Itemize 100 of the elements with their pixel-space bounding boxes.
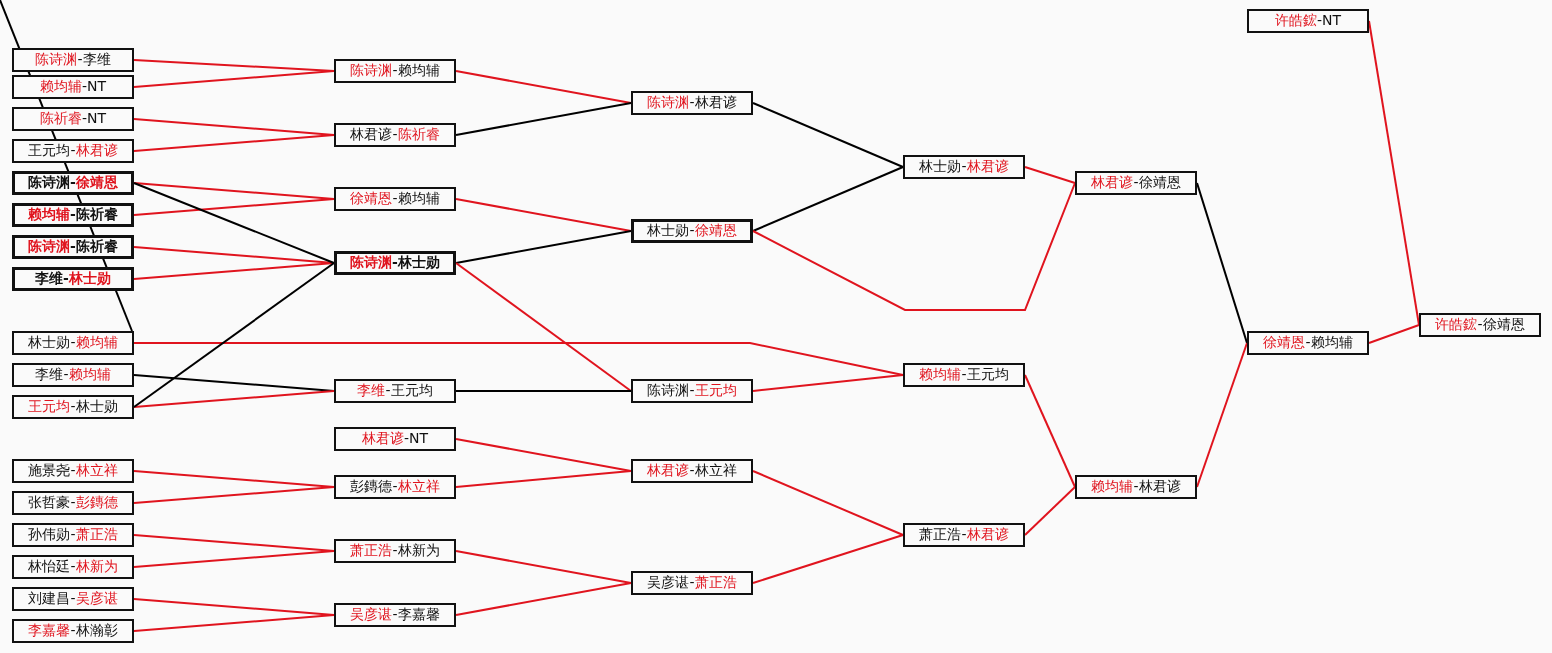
match-text: 李维-赖均辅	[35, 366, 111, 384]
match-text: 林君谚-NT	[361, 430, 429, 448]
match-box	[903, 155, 1025, 179]
match-text: 林士勋-徐靖恩	[647, 222, 737, 240]
match-text: 许皓鋐-徐靖恩	[1435, 316, 1525, 334]
match-text: 李维-王元均	[357, 382, 433, 400]
match-box	[334, 603, 456, 627]
match-box	[334, 251, 456, 275]
match-box	[631, 571, 753, 595]
bracket-line	[133, 182, 335, 264]
bracket-line	[455, 262, 632, 392]
match-box	[12, 235, 134, 259]
match-box	[12, 619, 134, 643]
match-text: 李维-林士勋	[35, 270, 111, 288]
match-text: 陈诗渊-王元均	[647, 382, 737, 400]
match-text: 林士勋-林君谚	[919, 158, 1009, 176]
match-text: 王元均-林君谚	[28, 142, 118, 160]
match-text: 林怡廷-林新为	[28, 558, 118, 576]
match-text: 刘建昌-吴彦谌	[28, 590, 118, 608]
bracket-line	[752, 534, 904, 584]
match-box	[1247, 9, 1369, 33]
match-text: 赖均辅-林君谚	[1091, 478, 1181, 496]
bracket-line	[752, 470, 904, 536]
match-text: 陈诗渊-林君谚	[647, 94, 737, 112]
match-text: 徐靖恩-赖均辅	[1263, 334, 1353, 352]
bracket-line	[133, 614, 335, 632]
bracket-line	[752, 374, 904, 392]
match-box	[334, 475, 456, 499]
match-text: 陈诗渊-徐靖恩	[28, 174, 118, 192]
bracket-line	[455, 390, 632, 392]
match-text: 陈诗渊-赖均辅	[350, 62, 440, 80]
match-text: 吴彦谌-李嘉馨	[350, 606, 440, 624]
match-box	[1419, 313, 1541, 337]
match-text: 吴彦谌-萧正浩	[647, 574, 737, 592]
match-box	[334, 123, 456, 147]
bracket-line	[133, 390, 335, 408]
match-box	[12, 139, 134, 163]
bracket-line	[1024, 486, 1076, 536]
bracket-line	[133, 198, 335, 216]
match-text: 施景尧-林立祥	[28, 462, 118, 480]
bracket-line	[1024, 374, 1076, 488]
match-box	[334, 379, 456, 403]
bracket-line	[1368, 324, 1420, 344]
match-box	[631, 91, 753, 115]
bracket-line	[1024, 166, 1076, 184]
bracket-line	[133, 70, 335, 88]
match-text: 张哲豪-彭鏄德	[28, 494, 118, 512]
match-box	[12, 555, 134, 579]
match-text: 陈诗渊-李维	[35, 51, 111, 69]
match-text: 陈诗渊-陈祈睿	[28, 238, 118, 256]
match-box	[903, 363, 1025, 387]
match-text: 陈祈睿-NT	[39, 110, 107, 128]
match-box	[12, 363, 134, 387]
match-text: 萧正浩-林新为	[350, 542, 440, 560]
bracket-line	[133, 262, 335, 280]
match-box	[12, 459, 134, 483]
match-text: 林君谚-林立祥	[647, 462, 737, 480]
match-text: 萧正浩-林君谚	[919, 526, 1009, 544]
match-text: 陈诗渊-林士勋	[350, 254, 440, 272]
match-text: 孙伟勋-萧正浩	[28, 526, 118, 544]
match-box	[12, 107, 134, 131]
match-text: 王元均-林士勋	[28, 398, 118, 416]
match-text: 林君谚-陈祈睿	[350, 126, 440, 144]
match-box	[1075, 171, 1197, 195]
match-text: 彭鏄德-林立祥	[350, 478, 440, 496]
bracket-line	[455, 470, 632, 488]
match-text: 李嘉馨-林瀚彰	[28, 622, 118, 640]
bracket-line	[455, 582, 632, 616]
match-text: 赖均辅-王元均	[919, 366, 1009, 384]
match-box	[12, 48, 134, 72]
bracket-line	[133, 550, 335, 568]
match-text: 许皓鋐-NT	[1274, 12, 1342, 30]
match-text: 林士勋-赖均辅	[28, 334, 118, 352]
match-box	[631, 219, 753, 243]
match-box	[12, 75, 134, 99]
bracket-line	[133, 486, 335, 504]
match-box	[12, 491, 134, 515]
bracket-line	[752, 182, 1076, 311]
bracket-line	[455, 230, 632, 264]
match-text: 林君谚-徐靖恩	[1091, 174, 1181, 192]
match-box	[334, 427, 456, 451]
match-box	[334, 539, 456, 563]
match-box	[12, 395, 134, 419]
match-box	[1075, 475, 1197, 499]
bracket-line	[752, 102, 904, 168]
match-box	[12, 203, 134, 227]
bracket-line	[455, 102, 632, 136]
match-box	[1247, 331, 1369, 355]
bracket-line	[752, 166, 904, 232]
match-box	[12, 523, 134, 547]
match-box	[12, 587, 134, 611]
match-box	[12, 331, 134, 355]
match-text: 赖均辅-陈祈睿	[28, 206, 118, 224]
bracket-line	[133, 342, 904, 376]
match-text: 赖均辅-NT	[39, 78, 107, 96]
match-box	[334, 187, 456, 211]
bracket-line	[133, 262, 335, 408]
match-box	[631, 379, 753, 403]
bracket-line	[133, 134, 335, 152]
match-box	[12, 267, 134, 291]
